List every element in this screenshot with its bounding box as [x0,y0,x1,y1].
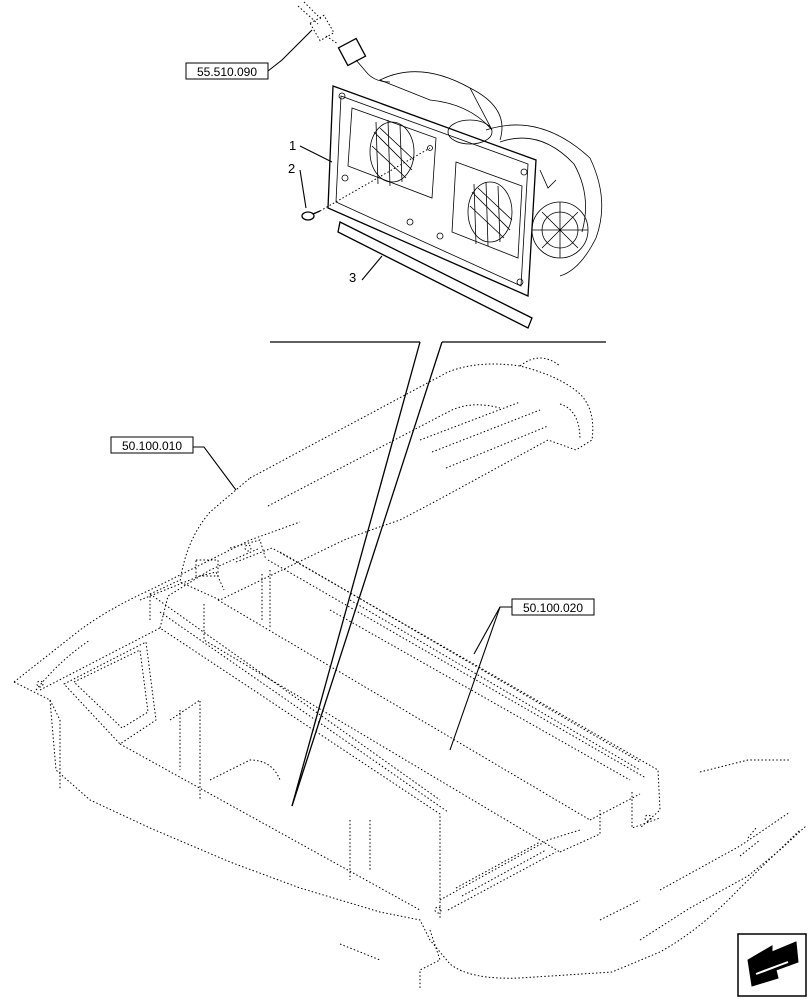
upper-duct [179,357,594,601]
floor-rail [339,829,581,990]
cab-assembly [13,357,807,990]
ref-leader-50-100-020-a [473,606,512,655]
ref-box-55-510-090[interactable]: 55.510.090 [185,29,313,80]
seal-strip [337,221,533,329]
mounting-plate [327,85,537,297]
blower-assembly [297,1,603,329]
detail-divider [270,341,606,807]
ref-leader-55-510-090 [267,29,313,72]
callout-2: 2 [288,161,295,176]
ref-label-50-100-020: 50.100.020 [523,601,583,615]
ref-leader-50-100-010 [193,446,237,491]
ref-box-50-100-010[interactable]: 50.100.010 [110,436,237,491]
screw [301,147,431,221]
ref-box-50-100-020[interactable]: 50.100.020 [449,598,595,751]
callout-leader-3 [361,255,383,281]
harness-connector [337,37,391,83]
floor-outline [13,521,807,979]
callout-leader-1 [299,145,333,163]
arrow-view-icon[interactable] [737,933,807,997]
callout-3: 3 [349,270,356,285]
housing-tray [39,539,449,920]
ref-leader-50-100-020-b [449,606,501,751]
callout-1: 1 [289,138,296,153]
ref-label-55-510-090: 55.510.090 [197,65,257,79]
fan-wheel-left [369,119,415,187]
blower-housing [379,71,603,277]
connector-plug [297,1,339,45]
filter-frames [36,544,661,914]
ref-label-50-100-010: 50.100.010 [122,439,182,453]
callout-leader-2 [299,169,307,209]
fan-wheel-right [467,181,513,247]
